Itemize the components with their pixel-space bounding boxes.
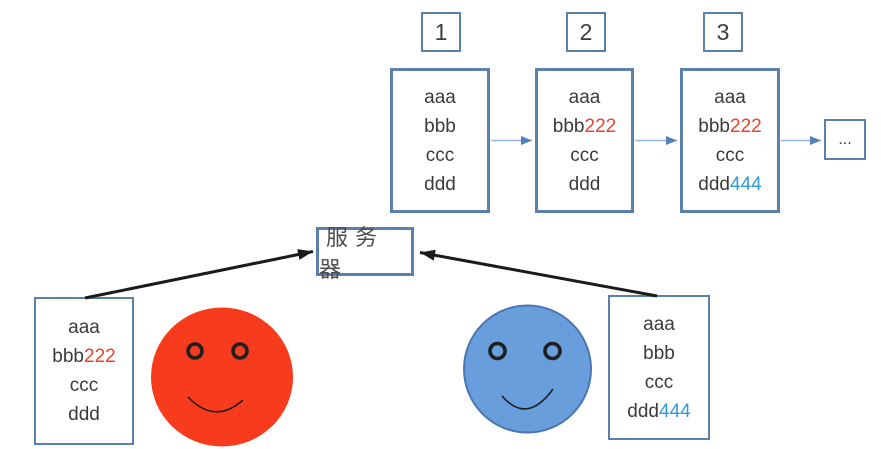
server-label: 服务器 xyxy=(319,224,385,282)
client-box-right-line-4: ddd444 xyxy=(627,400,691,422)
version-box-2-line-2: bbb222 xyxy=(552,115,617,137)
blue-face-circle xyxy=(463,304,592,434)
version-box-2-line-3: ccc xyxy=(570,144,599,166)
client-box-left-line-1: aaa xyxy=(68,317,100,338)
version-box-2-line-1: aaa xyxy=(568,86,601,108)
version-box-3-line-3: ccc xyxy=(715,144,745,166)
client-box-right: aaa bbb ccc ddd444 xyxy=(608,295,710,440)
client-box-left: aaa bbb222 ccc ddd xyxy=(34,297,134,445)
red-smiley-face-icon xyxy=(151,307,293,447)
version-box-2: aaa bbb222 ccc ddd xyxy=(535,68,634,213)
version-box-1-line-1: aaa xyxy=(424,86,456,108)
blue-face-right-eye xyxy=(543,341,562,361)
version-tag-3: 3 xyxy=(703,12,743,52)
version-box-1-line-3: ccc xyxy=(425,144,455,166)
client-box-left-line-4: ddd xyxy=(68,404,100,425)
red-face-right-eye xyxy=(231,342,249,360)
ellipsis-box: ... xyxy=(824,119,866,160)
red-face-circle xyxy=(151,307,293,447)
client-box-right-line-1: aaa xyxy=(643,313,675,335)
version-box-1: aaa bbb ccc ddd xyxy=(390,68,490,213)
version-box-2-line-4: ddd xyxy=(568,173,601,195)
server-box: 服务器 xyxy=(316,225,414,282)
blue-face-left-eye xyxy=(488,341,507,361)
version-box-3-line-4: ddd444 xyxy=(698,173,762,195)
blue-smiley-face-icon xyxy=(463,304,592,434)
version-box-1-line-4: ddd xyxy=(424,173,456,195)
version-box-3-line-1: aaa xyxy=(714,86,746,108)
client-box-right-line-3: ccc xyxy=(644,371,674,393)
client-box-left-line-3: ccc xyxy=(69,375,99,396)
blue-face-smile xyxy=(501,388,554,410)
red-face-smile xyxy=(187,396,244,413)
version-box-1-line-2: bbb xyxy=(424,115,456,137)
ellipsis-label: ... xyxy=(838,130,852,148)
client-box-right-line-2: bbb xyxy=(643,342,675,364)
red-face-left-eye xyxy=(186,342,204,360)
client-box-left-line-2: bbb222 xyxy=(52,346,116,367)
version-box-3-line-2: bbb222 xyxy=(698,115,762,137)
version-box-3: aaa bbb222 ccc ddd444 xyxy=(680,68,780,213)
client-right-to-server-arrow xyxy=(419,249,658,298)
client-left-to-server-arrow xyxy=(84,249,314,300)
version-tag-2: 2 xyxy=(566,12,606,52)
version-tag-1: 1 xyxy=(421,12,461,52)
